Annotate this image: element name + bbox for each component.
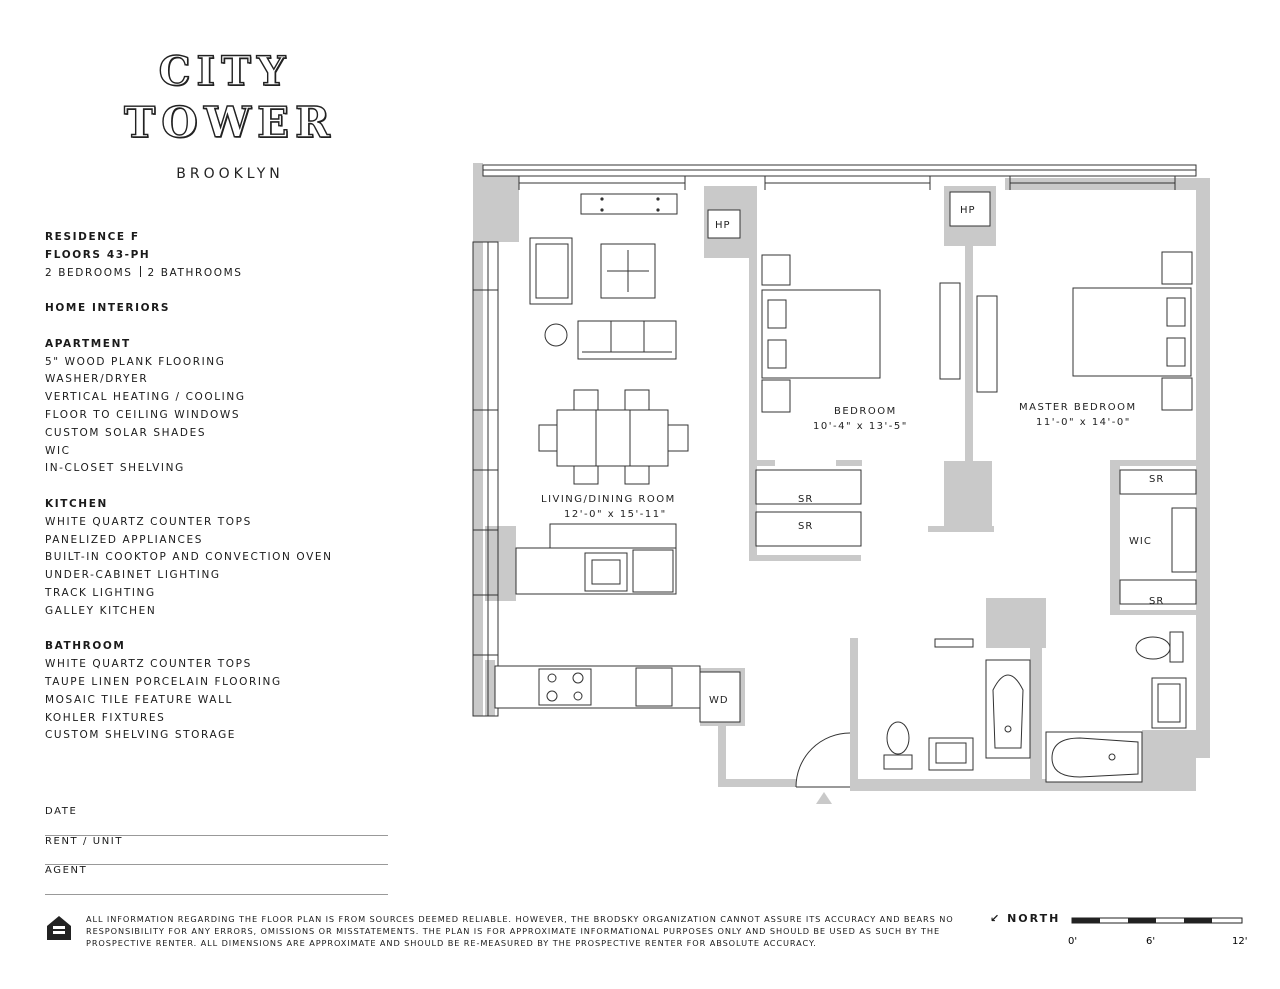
nightstand: [1161, 377, 1193, 411]
agent-form: DATE RENT / UNIT AGENT: [45, 806, 388, 895]
dishwasher: [632, 549, 674, 593]
nightstand: [761, 254, 791, 286]
living-room-dim: 12'-0" x 15'-11": [564, 509, 667, 520]
closet-sr: [755, 469, 862, 505]
agent-label: AGENT: [45, 865, 88, 876]
spec-item: PANELIZED APPLIANCES: [45, 533, 203, 546]
rent-unit-field[interactable]: RENT / UNIT: [45, 835, 388, 865]
spec-item: KOHLER FIXTURES: [45, 711, 166, 724]
closet-sr: [1119, 579, 1197, 605]
wic-tag: WIC: [1129, 536, 1152, 547]
sr-tag: SR: [1149, 474, 1164, 485]
logo-line-brooklyn: BROOKLYN: [176, 166, 284, 182]
cooktop: [538, 668, 592, 706]
agent-field[interactable]: AGENT: [45, 865, 388, 895]
spec-item: WIC: [45, 444, 71, 457]
scale-label-0: 0': [1068, 936, 1077, 947]
nightstand: [761, 379, 791, 413]
toilet: [886, 721, 910, 755]
north-indicator: ↙ NORTH: [990, 912, 1060, 925]
sr-tag: SR: [798, 494, 813, 505]
hp-tag: HP: [715, 220, 731, 231]
date-field[interactable]: DATE: [45, 806, 388, 836]
dresser: [939, 282, 961, 380]
bedroom-dim: 10'-4" x 13'-5": [813, 421, 908, 432]
wd-tag: WD: [709, 695, 729, 706]
residence-floors: FLOORS 43-PH: [45, 248, 151, 261]
logo-line-city: CITY: [158, 48, 292, 95]
spec-item: BUILT-IN COOKTOP AND CONVECTION OVEN: [45, 551, 333, 564]
oven: [635, 667, 673, 707]
sr-tag: SR: [798, 521, 813, 532]
bedroom-label: BEDROOM: [834, 406, 897, 417]
console-dots: [600, 197, 660, 212]
living-room-label: LIVING/DINING ROOM: [541, 494, 676, 505]
spec-item: WHITE QUARTZ COUNTER TOPS: [45, 658, 252, 671]
side-table: [544, 323, 568, 347]
legal-disclaimer: All information regarding the floor plan…: [86, 914, 954, 948]
bedroom-count: 2 BEDROOMS: [45, 266, 133, 279]
spec-item: TAUPE LINEN PORCELAIN FLOORING: [45, 675, 282, 688]
closet-sr: [1119, 469, 1197, 495]
spec-item: WHITE QUARTZ COUNTER TOPS: [45, 515, 252, 528]
dining-chair: [573, 389, 599, 413]
city-tower-logo: CITY TOWER BROOKLYN: [100, 51, 360, 182]
spec-item: VERTICAL HEATING / COOLING: [45, 391, 246, 404]
spec-item: MOSAIC TILE FEATURE WALL: [45, 693, 233, 706]
entry-arrow-icon: [816, 792, 832, 804]
sofa: [577, 320, 677, 360]
scale-label-12: 12': [1232, 936, 1247, 947]
north-label: NORTH: [1007, 912, 1061, 925]
spec-item: FLOOR TO CEILING WINDOWS: [45, 408, 241, 421]
dining-chair: [624, 389, 650, 413]
dining-chair: [667, 424, 689, 452]
spec-item: UNDER-CABINET LIGHTING: [45, 569, 221, 582]
date-label: DATE: [45, 806, 78, 817]
scale-label-6: 6': [1146, 936, 1155, 947]
north-arrow-icon: ↙: [990, 912, 1002, 925]
closet-sr: [755, 511, 862, 547]
washer-dryer: [699, 671, 741, 723]
logo-line-tower: TOWER: [123, 98, 336, 147]
master-furniture: [976, 251, 1197, 605]
residence-name: RESIDENCE F: [45, 231, 140, 243]
bathroom-count: 2 BATHROOMS: [147, 266, 243, 279]
bath-fixtures: [883, 631, 1187, 783]
console-table: [580, 193, 678, 215]
dining-chair: [538, 424, 560, 452]
kitchen-fixtures: [494, 523, 741, 723]
toilet: [1135, 636, 1171, 660]
sr-tag: SR: [1149, 596, 1164, 607]
home-interiors-heading: HOME INTERIORS: [45, 302, 170, 315]
bedroom-furniture: [755, 254, 961, 547]
spec-item: CUSTOM SHELVING STORAGE: [45, 729, 237, 742]
bathroom-heading: BATHROOM: [45, 640, 126, 653]
spec-item: IN-CLOSET SHELVING: [45, 462, 185, 475]
spec-item: TRACK LIGHTING: [45, 586, 156, 599]
living-furniture: [529, 193, 689, 485]
scale-bar: 0' 6' 12': [1068, 917, 1247, 947]
spec-item: GALLEY KITCHEN: [45, 604, 157, 617]
hp-units: [707, 191, 991, 239]
apartment-heading: APARTMENT: [45, 337, 131, 350]
residence-spec-list: RESIDENCE F FLOORS 43-PH 2 BEDROOMS 2 BAT…: [45, 229, 385, 745]
window-lines: [472, 164, 1197, 717]
master-bedroom-dim: 11'-0" x 14'-0": [1036, 417, 1131, 428]
equal-housing-icon: [47, 916, 71, 940]
spec-item: WASHER/DRYER: [45, 373, 149, 386]
divider: [139, 265, 141, 277]
hp-tag: HP: [960, 205, 976, 216]
dresser: [976, 295, 998, 393]
spec-item: 5" WOOD PLANK FLOORING: [45, 355, 226, 368]
master-bedroom-label: MASTER BEDROOM: [1019, 402, 1137, 413]
kitchen-heading: KITCHEN: [45, 497, 108, 510]
entry-door: [795, 732, 851, 788]
nightstand: [1161, 251, 1193, 285]
residence-rooms: 2 BEDROOMS 2 BATHROOMS: [45, 265, 385, 283]
rent-unit-label: RENT / UNIT: [45, 835, 124, 847]
dining-table: [556, 409, 669, 467]
spec-item: CUSTOM SOLAR SHADES: [45, 426, 207, 439]
